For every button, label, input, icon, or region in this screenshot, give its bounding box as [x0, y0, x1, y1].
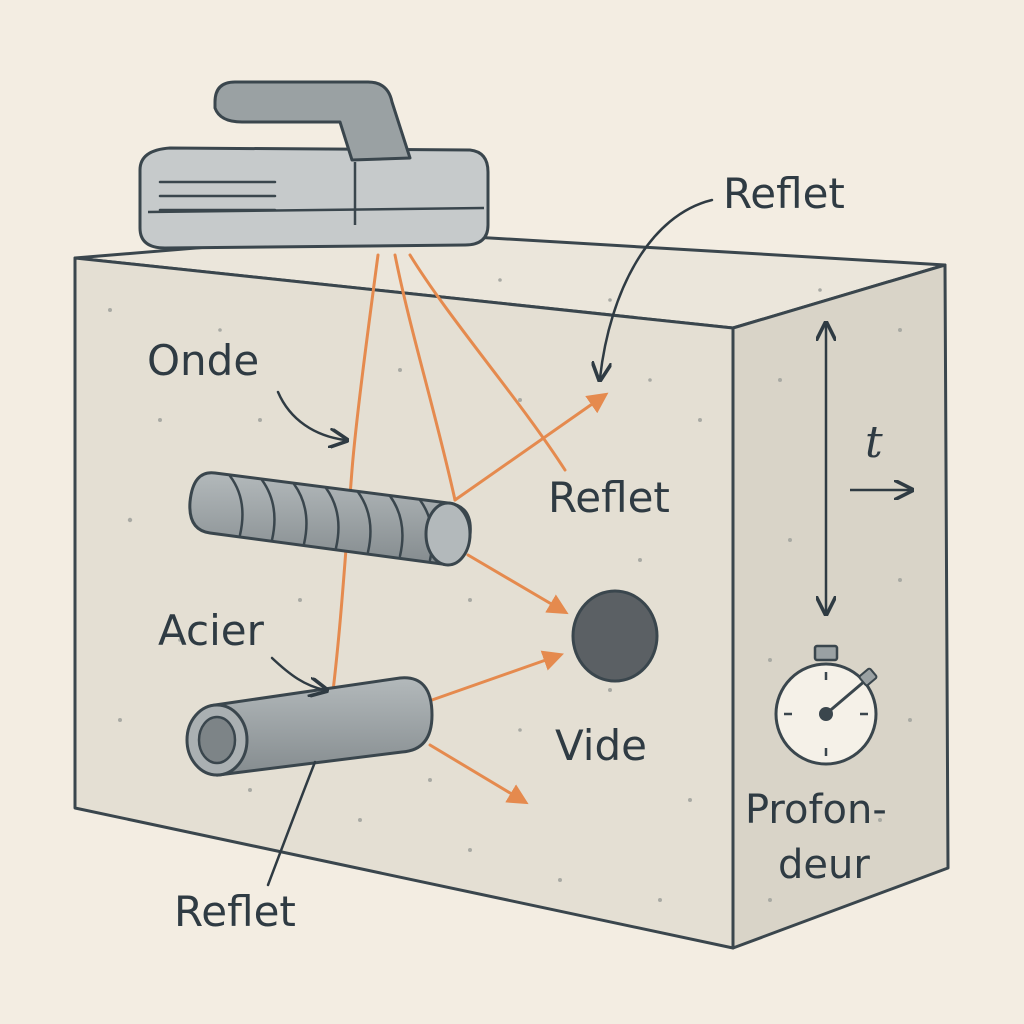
label-reflet-bottom: Reflet [174, 887, 296, 936]
void-icon [571, 589, 659, 683]
wave-path-3 [408, 253, 567, 472]
wave-path-1 [328, 253, 380, 717]
leader-acier [270, 656, 325, 690]
label-profondeur-line2: deur [778, 842, 870, 888]
stopwatch-icon [774, 644, 878, 766]
leader-reflet-top [600, 198, 714, 378]
leader-lines [266, 198, 714, 887]
label-acier: Acier [158, 606, 265, 655]
rebar-icon [188, 471, 472, 567]
reflection-arrow-top [453, 392, 609, 502]
label-profondeur-line1: Profon- [745, 787, 887, 833]
radar-waves [328, 253, 609, 805]
wave-path-2 [393, 253, 457, 502]
gpr-scanner-icon [138, 80, 490, 250]
reflection-arrow-void-2 [430, 650, 564, 702]
leader-reflet-bottom [266, 760, 317, 887]
label-reflet-mid: Reflet [548, 473, 670, 522]
concrete-speckles [108, 278, 912, 902]
label-vide: Vide [555, 721, 647, 770]
label-onde: Onde [147, 336, 259, 385]
label-t: t [865, 417, 883, 468]
reflection-arrow-down [428, 743, 529, 805]
steel-pipe-icon [185, 676, 434, 777]
label-reflet-top: Reflet [723, 169, 845, 218]
concrete-side-face [731, 263, 950, 950]
reflection-arrow-void-1 [466, 553, 569, 615]
concrete-block [73, 230, 950, 950]
leader-onde [276, 390, 345, 440]
